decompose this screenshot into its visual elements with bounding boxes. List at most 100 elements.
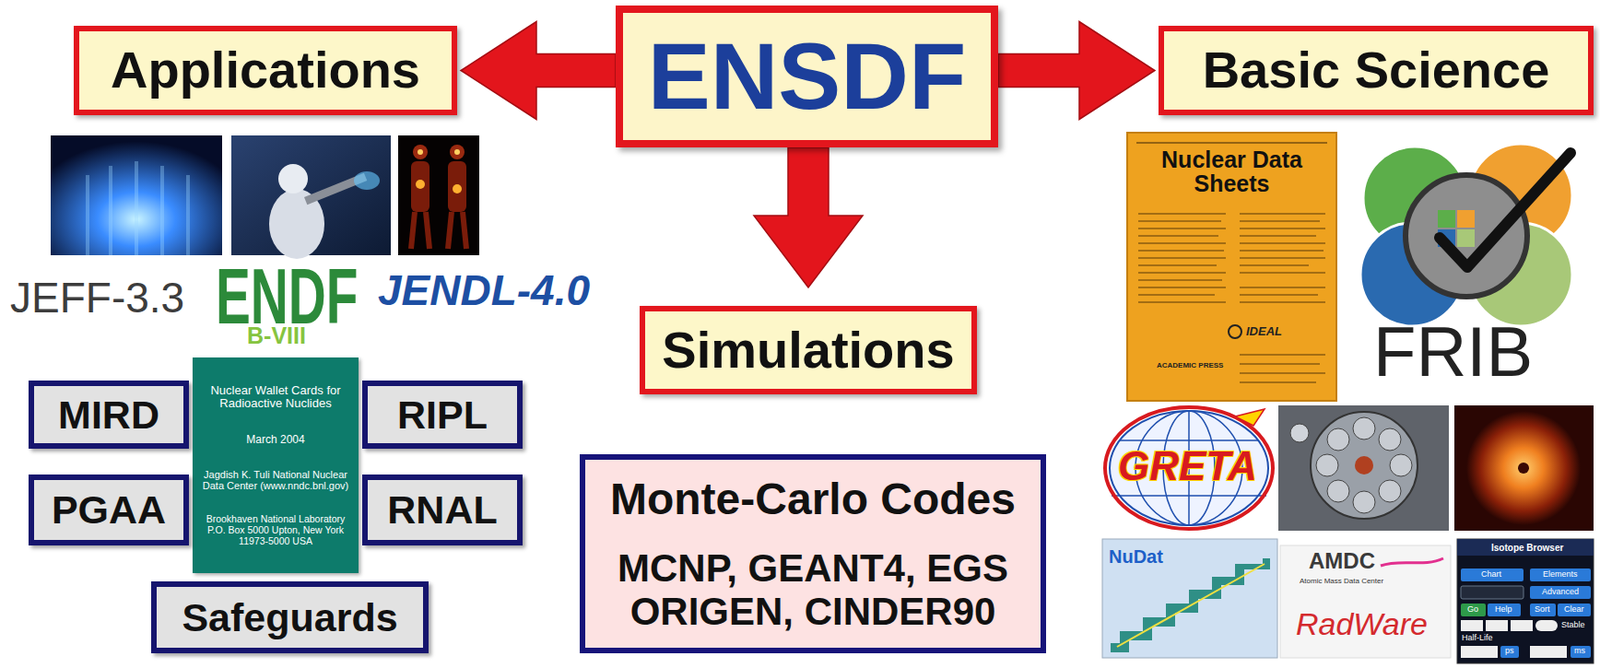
box-heading: Monte-Carlo Codes — [610, 474, 1016, 525]
box-heading: MIRD — [58, 392, 160, 437]
detector-crystal — [1352, 491, 1376, 514]
detector-sphere — [1290, 423, 1309, 443]
detector-logo: GRETA — [1117, 446, 1258, 487]
greta-grid — [1111, 411, 1267, 526]
pet-figure — [411, 161, 430, 212]
app-button — [1529, 586, 1591, 600]
pet-hotspot — [454, 149, 460, 155]
detector-crystal — [1352, 417, 1376, 440]
code-box: Monte-Carlo CodesMCNP, GEANT4, EGS ORIGE… — [579, 454, 1047, 654]
box-heading: PGAA — [51, 487, 166, 532]
app-header — [1457, 539, 1594, 556]
detector-crystal — [1378, 480, 1401, 503]
library-version: B-VIII — [247, 324, 306, 348]
application-box: MIRD — [28, 380, 189, 449]
greta-globe — [1109, 411, 1269, 526]
star-glow — [1466, 411, 1581, 526]
tool-name: AMDC — [1308, 550, 1376, 573]
nuclide-chart — [1110, 558, 1271, 653]
app-button — [1460, 568, 1524, 582]
app-field — [1485, 620, 1508, 632]
detector-target — [1354, 456, 1374, 475]
app-screen — [1457, 539, 1594, 664]
pet-figure — [449, 144, 465, 160]
worker-hood — [278, 164, 308, 194]
app-button — [1557, 603, 1591, 617]
frib-square — [1437, 210, 1456, 228]
tool-subtitle: Atomic Mass Data Center — [1299, 576, 1384, 587]
app-button — [1529, 568, 1591, 582]
box-heading: Safeguards — [181, 595, 398, 640]
app-button — [1570, 646, 1591, 659]
app-button-text: Chart — [1481, 569, 1502, 581]
box-heading: ENSDF — [647, 23, 967, 130]
detector-crystal — [1378, 428, 1401, 451]
box-heading: Applications — [110, 41, 421, 100]
publisher-name: ACADEMIC PRESS — [1156, 361, 1224, 371]
app-unit: ps — [1505, 646, 1515, 658]
application-box: PGAA — [28, 474, 189, 546]
app-field — [1460, 646, 1498, 659]
app-field-label: Half-Life — [1461, 633, 1494, 645]
box-heading: Nuclear Wallet Cards for Radioactive Nuc… — [200, 384, 352, 412]
app-button-text: Elements — [1542, 569, 1578, 581]
detector-crystal — [1327, 428, 1350, 451]
app-button-text: Go — [1467, 604, 1479, 616]
detector-crystal — [1389, 454, 1412, 477]
worker-light — [353, 171, 380, 190]
facility-logo: FRIB — [1373, 317, 1533, 388]
pet-figure — [447, 161, 467, 212]
box-body: Jagdish K. Tuli National Nuclear Data Ce… — [200, 469, 352, 493]
frib-check — [1439, 152, 1571, 268]
application-box: Safeguards — [151, 581, 429, 654]
box-heading: RNAL — [387, 487, 497, 532]
reactor-rods — [87, 161, 189, 256]
block-arrow — [998, 22, 1155, 120]
nudat-panel — [1102, 539, 1278, 659]
library-logo: JENDL-4.0 — [377, 269, 590, 312]
star-image — [1454, 405, 1594, 531]
app-button — [1460, 603, 1486, 617]
pet-figure — [412, 144, 428, 160]
journal-cover — [1127, 132, 1337, 401]
publisher-logo — [1228, 325, 1242, 339]
frib-center — [1405, 175, 1528, 297]
box-heading: Basic Science — [1202, 41, 1551, 100]
pet-hotspot — [417, 149, 424, 155]
journal-title: Nuclear Data Sheets — [1136, 147, 1328, 197]
app-button — [1487, 603, 1521, 617]
pet-hotspot — [415, 179, 425, 189]
library-name: JEFF-3.3 — [10, 270, 185, 327]
block-arrow — [753, 147, 863, 288]
booklet-cover: Nuclear Wallet Cards for Radioactive Nuc… — [192, 357, 359, 574]
library-logo: ENDF — [215, 256, 359, 336]
detector-crystal — [1327, 480, 1350, 503]
app-button-text: Clear — [1564, 604, 1585, 616]
nuclide-chart-line — [1117, 564, 1265, 648]
greta-mark — [1235, 409, 1265, 426]
publisher-logo-text: IDEAL — [1246, 324, 1283, 341]
category-box: Simulations — [639, 305, 977, 395]
pet-scan — [398, 135, 480, 256]
app-search — [1460, 586, 1524, 600]
pet-figure — [411, 211, 430, 249]
tool-name: NuDat — [1108, 544, 1164, 569]
frib-square — [1457, 210, 1475, 228]
app-toggle — [1535, 620, 1558, 632]
source-box: ENSDF — [615, 5, 999, 148]
amdc-swoosh — [1380, 558, 1444, 566]
pet-figure — [447, 211, 467, 249]
amdc-panel — [1280, 545, 1451, 659]
app-field — [1529, 646, 1567, 659]
box-body: Brookhaven National Laboratory P.O. Box … — [200, 514, 352, 547]
cover-rule — [1136, 142, 1328, 144]
box-heading: RIPL — [397, 392, 488, 437]
block-arrow — [460, 22, 616, 120]
pet-hotspot — [452, 184, 462, 194]
reactor-glow — [50, 135, 223, 256]
reactor-photo — [50, 135, 223, 256]
box-body: March 2004 — [200, 434, 352, 447]
app-option: Stable — [1561, 620, 1586, 632]
detector-crystal — [1316, 454, 1339, 477]
